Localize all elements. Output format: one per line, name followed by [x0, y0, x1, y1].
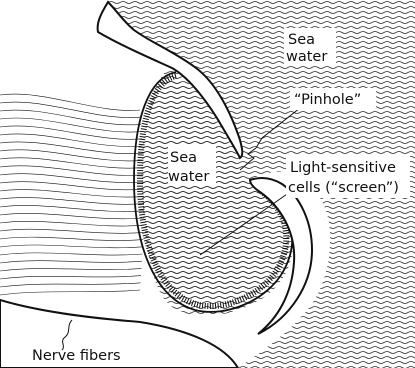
nerve-fiber-line: [0, 245, 143, 248]
nerve-fiber-line: [0, 276, 141, 279]
nerve-fiber-line: [0, 229, 143, 233]
nerve-fiber-line: [0, 126, 142, 139]
retina-label-line2: cells (“screen”): [288, 180, 399, 196]
nerve-fiber-line: [0, 198, 144, 205]
sea-inner-label-line2: water: [168, 169, 209, 185]
sea-outer-label-line1: Sea: [288, 32, 315, 48]
nerve-fiber-line: [0, 237, 143, 240]
nerve-fiber-line: [0, 253, 142, 255]
nerve-fiber-line: [0, 118, 142, 132]
nerve-fiber-line: [0, 182, 144, 190]
nerve-fiber-line: [0, 150, 143, 161]
nerve-fiber-line: [0, 213, 144, 218]
nerve-fiber-line: [0, 158, 143, 168]
nerve-fibers: [0, 94, 144, 295]
nerve-fiber-line: [0, 268, 142, 271]
retina-label-line1: Light-sensitive: [290, 160, 396, 176]
sea-outer-label-line2: water: [286, 49, 327, 65]
nerve-fiber-line: [0, 190, 144, 197]
nerve-fiber-line: [0, 142, 143, 154]
nerve-fiber-line: [0, 221, 144, 226]
nerve-fiber-line: [0, 205, 144, 211]
nerve-label: Nerve fibers: [32, 348, 121, 364]
pinhole-label: “Pinhole”: [294, 92, 361, 108]
sea-inner-label-line1: Sea: [170, 150, 197, 166]
nerve-fiber-line: [0, 283, 141, 287]
nerve-fiber-line: [0, 134, 142, 147]
nerve-fiber-line: [0, 261, 142, 263]
nerve-fiber-line: [0, 290, 140, 295]
